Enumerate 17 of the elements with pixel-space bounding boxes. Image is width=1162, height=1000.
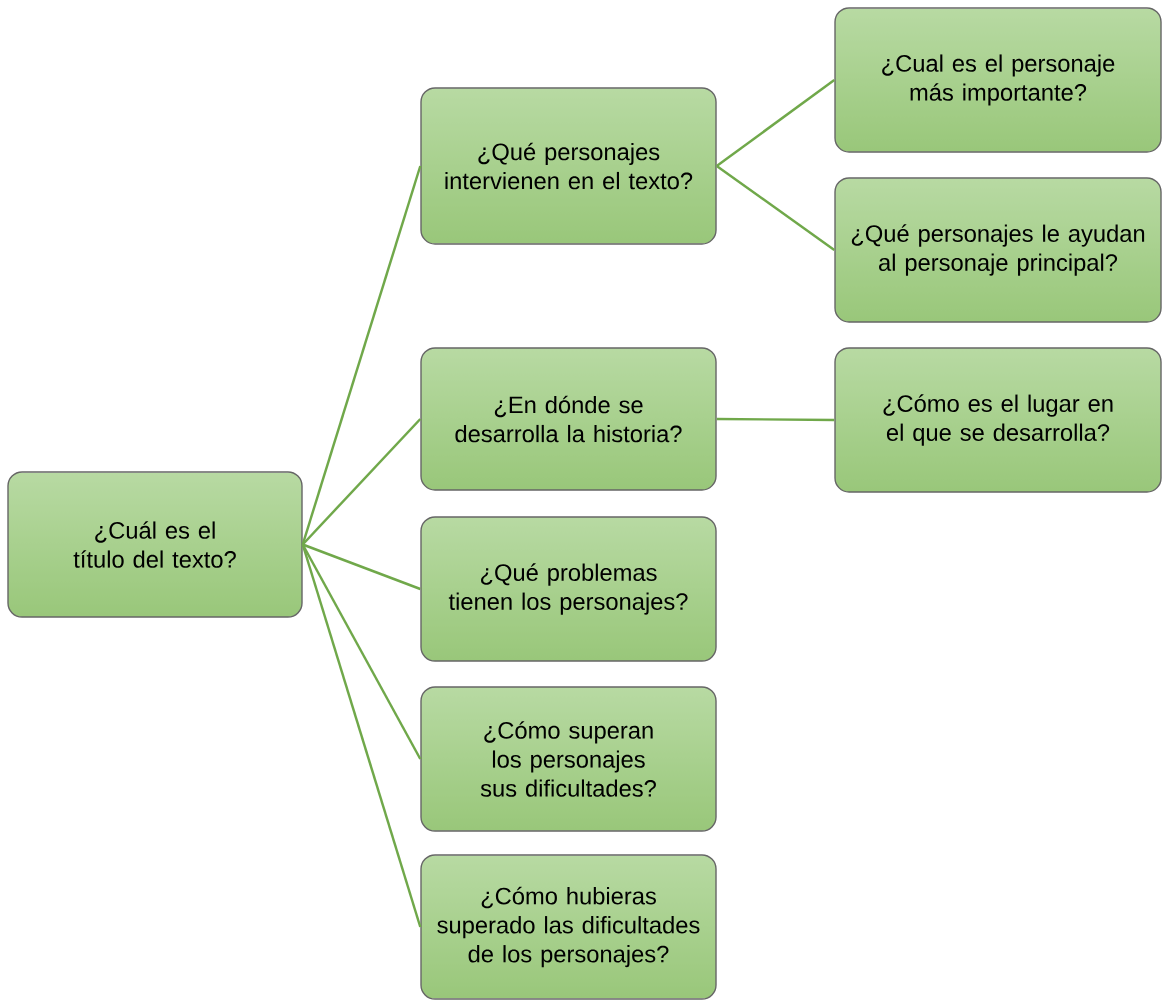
question-box: ¿Cómo superan los personajes sus dificultades? <box>420 686 717 832</box>
connector-line <box>716 165 836 251</box>
connector-line <box>301 165 422 545</box>
connector-line <box>716 417 835 422</box>
connector-line <box>301 544 422 928</box>
question-box: ¿Cómo hubieras superado las dificultades de los personajes? <box>420 854 717 1000</box>
connector-line <box>301 418 422 546</box>
question-box: ¿Qué personajes intervienen en el texto? <box>420 87 717 245</box>
connector-line <box>716 79 836 167</box>
question-box: ¿En dónde se desarrolla la historia? <box>420 347 717 491</box>
connector-line <box>302 543 421 591</box>
connector-line <box>301 543 422 760</box>
question-box: ¿Qué problemas tienen los personajes? <box>420 516 717 662</box>
question-box: ¿Cuál es el título del texto? <box>7 471 303 618</box>
question-box: ¿Qué personajes le ayudan al personaje principal? <box>834 177 1162 323</box>
question-box: ¿Cómo es el lugar en el que se desarrolla? <box>834 347 1162 493</box>
question-box: ¿Cual es el personaje más importante? <box>834 7 1162 153</box>
